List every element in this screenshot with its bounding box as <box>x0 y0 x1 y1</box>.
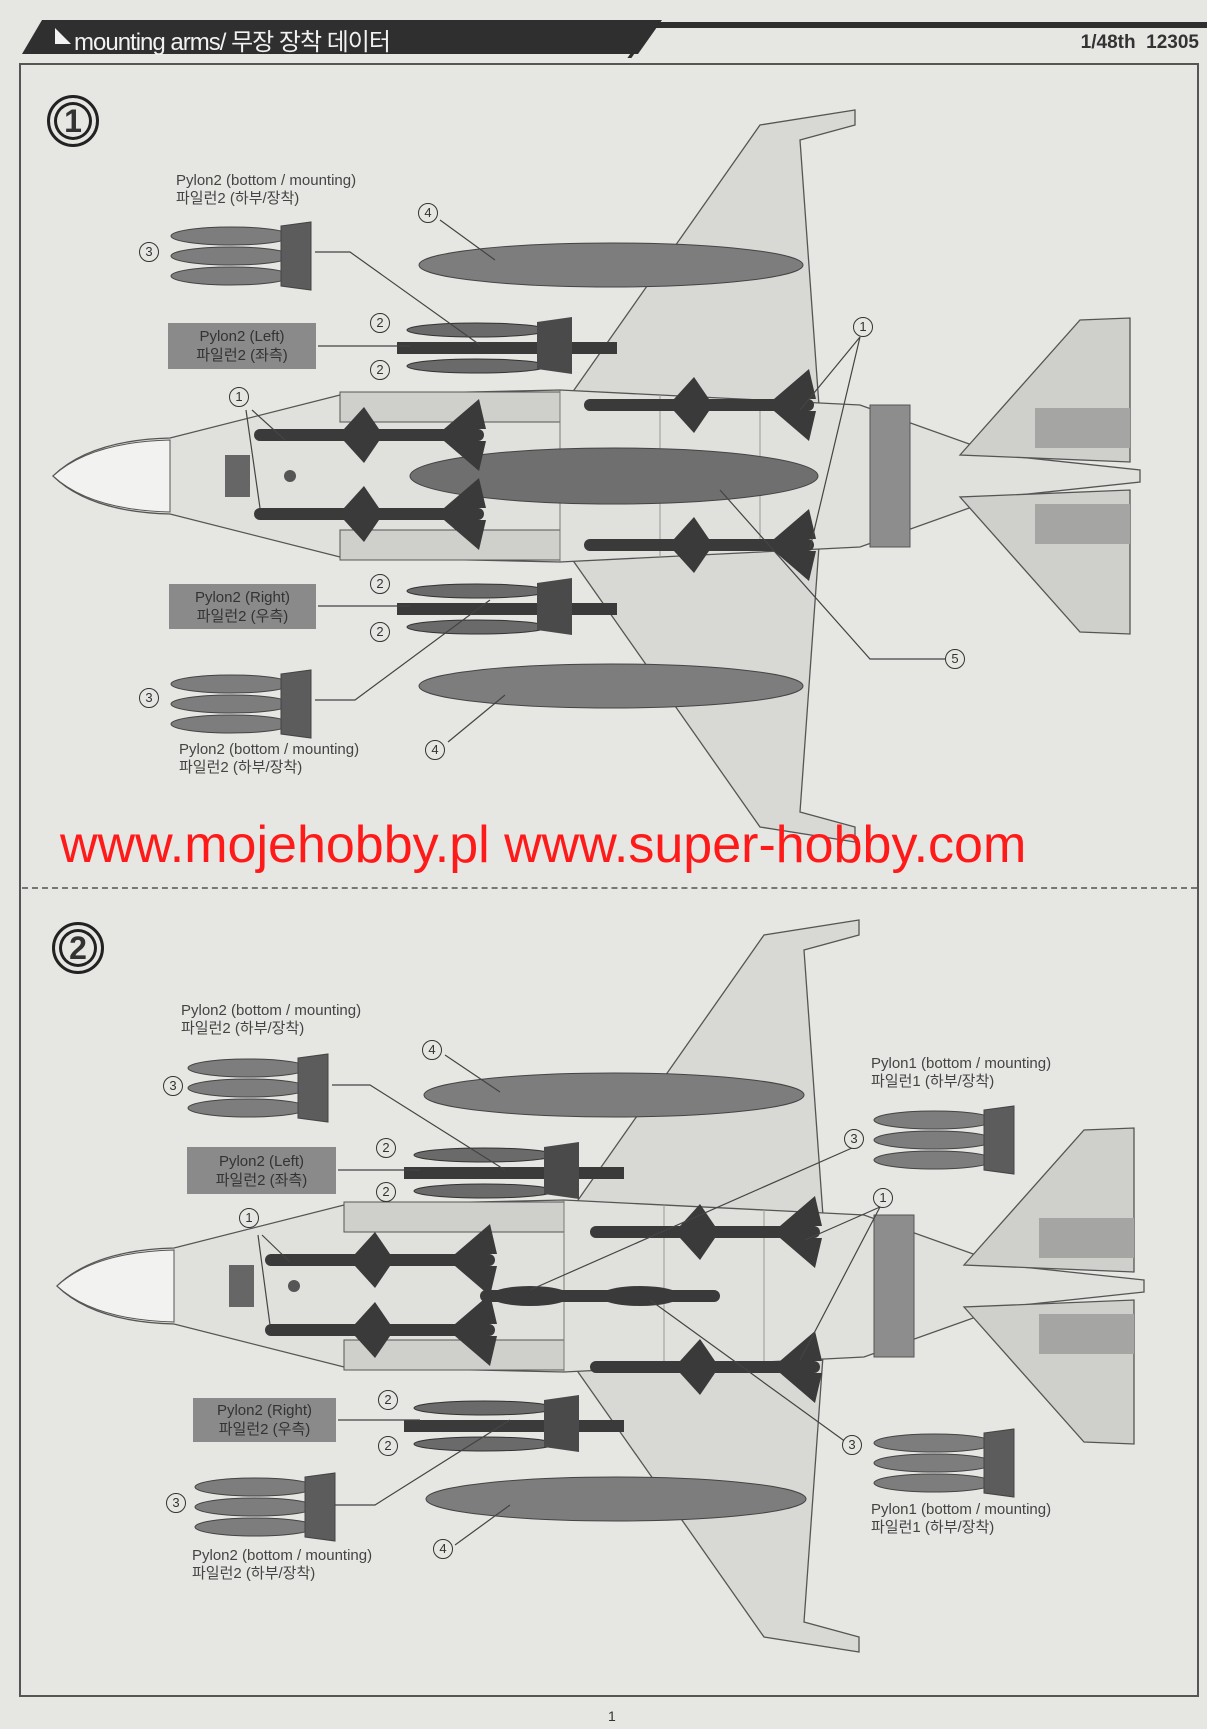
step-number-1: 1 <box>47 95 99 147</box>
section-header-bar <box>22 20 662 54</box>
label-en: Pylon2 (Left) <box>218 1152 305 1170</box>
label-ko: 파일런2 (하부/장착) <box>181 1020 305 1037</box>
label-en: Pylon1 (bottom / mounting) <box>871 1055 1052 1072</box>
label-pylon2-right: Pylon2 (Right)파일런2 (우측) <box>169 584 316 629</box>
label-pylon2-bottom: Pylon2 (bottom / mounting)파일런2 (하부/장착) <box>176 172 356 208</box>
label-en: Pylon2 (Right) <box>194 588 291 606</box>
bomb-cluster <box>187 1053 329 1123</box>
label-pylon2-left: Pylon2 (Left) 파일런2 (좌측) <box>168 323 316 369</box>
label-pylon1-bottom: Pylon1 (bottom / mounting)파일런1 (하부/장착) <box>871 1055 1051 1091</box>
part-callout-3: 3 <box>844 1129 864 1149</box>
kit-info: 1/48th 12305 <box>1081 32 1199 54</box>
label-pylon2-left: Pylon2 (Left)파일런2 (좌측) <box>187 1147 336 1194</box>
page-frame <box>19 63 1199 1697</box>
label-ko: 파일런2 (좌측) <box>196 347 288 364</box>
label-en: Pylon2 (Left) <box>199 328 285 345</box>
label-en: Pylon2 (bottom / mounting) <box>176 172 357 189</box>
drop-tank-upper <box>423 1072 805 1118</box>
part-callout-1: 1 <box>853 317 873 337</box>
bomb-rack-right <box>396 577 618 636</box>
step-divider <box>22 887 1197 889</box>
part-callout-4: 4 <box>425 740 445 760</box>
bomb-cluster-pylon1 <box>873 1105 1015 1175</box>
label-pylon2-right: Pylon2 (Right) 파일런2 (우측) <box>193 1398 336 1442</box>
label-ko: 파일런2 (우측) <box>218 1421 311 1438</box>
label-en: Pylon2 (bottom / mounting) <box>181 1002 362 1019</box>
part-callout-1: 1 <box>239 1208 259 1228</box>
part-callout-2: 2 <box>370 622 390 642</box>
part-callout-2: 2 <box>376 1138 396 1158</box>
label-pylon1-bottom: Pylon1 (bottom / mounting)파일런1 (하부/장착) <box>871 1501 1051 1537</box>
part-callout-2: 2 <box>370 313 390 333</box>
part-callout-4: 4 <box>433 1539 453 1559</box>
scale: 1/48th <box>1080 32 1136 53</box>
centerline-bomb-rack <box>480 1286 720 1306</box>
bomb-rack-left <box>396 316 618 375</box>
label-en: Pylon2 (bottom / mounting) <box>192 1547 373 1564</box>
label-pylon2-bottom: Pylon2 (bottom / mounting)파일런2 (하부/장착) <box>181 1002 361 1038</box>
part-callout-2: 2 <box>376 1182 396 1202</box>
page-number: 1 <box>608 1708 616 1724</box>
label-ko: 파일런2 (하부/장착) <box>179 759 303 776</box>
label-en: Pylon2 (Right) <box>216 1402 313 1419</box>
part-callout-1: 1 <box>873 1188 893 1208</box>
part-callout-4: 4 <box>418 203 438 223</box>
bomb-cluster-pylon1 <box>873 1428 1015 1498</box>
drop-tank-lower <box>425 1476 807 1522</box>
part-callout-3: 3 <box>166 1493 186 1513</box>
part-callout-2: 2 <box>378 1436 398 1456</box>
label-ko: 파일런2 (하부/장착) <box>176 190 300 207</box>
label-pylon2-bottom: Pylon2 (bottom / mounting)파일런2 (하부/장착) <box>192 1547 372 1583</box>
part-callout-2: 2 <box>378 1390 398 1410</box>
part-callout-3: 3 <box>139 688 159 708</box>
part-callout-1: 1 <box>229 387 249 407</box>
part-callout-3: 3 <box>163 1076 183 1096</box>
label-ko: 파일런2 (우측) <box>196 607 289 625</box>
bomb-cluster <box>194 1472 336 1542</box>
label-pylon2-bottom: Pylon2 (bottom / mounting)파일런2 (하부/장착) <box>179 741 359 777</box>
triangle-icon <box>55 28 71 44</box>
step-number-2: 2 <box>52 922 104 974</box>
centerline-tank <box>409 447 819 505</box>
header-rule <box>648 22 1207 28</box>
bomb-cluster <box>170 669 312 739</box>
drop-tank-upper <box>418 242 804 288</box>
part-callout-5: 5 <box>945 649 965 669</box>
drop-tank-lower <box>418 663 804 709</box>
bomb-cluster <box>170 221 312 291</box>
label-ko: 파일런2 (좌측) <box>215 1171 308 1189</box>
label-en: Pylon2 (bottom / mounting) <box>179 741 360 758</box>
part-callout-2: 2 <box>370 574 390 594</box>
part-callout-3: 3 <box>139 242 159 262</box>
bomb-rack-right <box>403 1394 625 1453</box>
label-en: Pylon1 (bottom / mounting) <box>871 1501 1052 1518</box>
label-ko: 파일런1 (하부/장착) <box>871 1073 995 1090</box>
kit-number: 12305 <box>1146 32 1199 53</box>
watermark-text: www.mojehobby.pl www.super-hobby.com <box>60 816 1027 874</box>
label-ko: 파일런1 (하부/장착) <box>871 1519 995 1536</box>
label-ko: 파일런2 (하부/장착) <box>192 1565 316 1582</box>
part-callout-2: 2 <box>370 360 390 380</box>
part-callout-4: 4 <box>422 1040 442 1060</box>
section-title: mounting arms/ 무장 장착 데이터 <box>74 29 391 56</box>
part-callout-3: 3 <box>842 1435 862 1455</box>
